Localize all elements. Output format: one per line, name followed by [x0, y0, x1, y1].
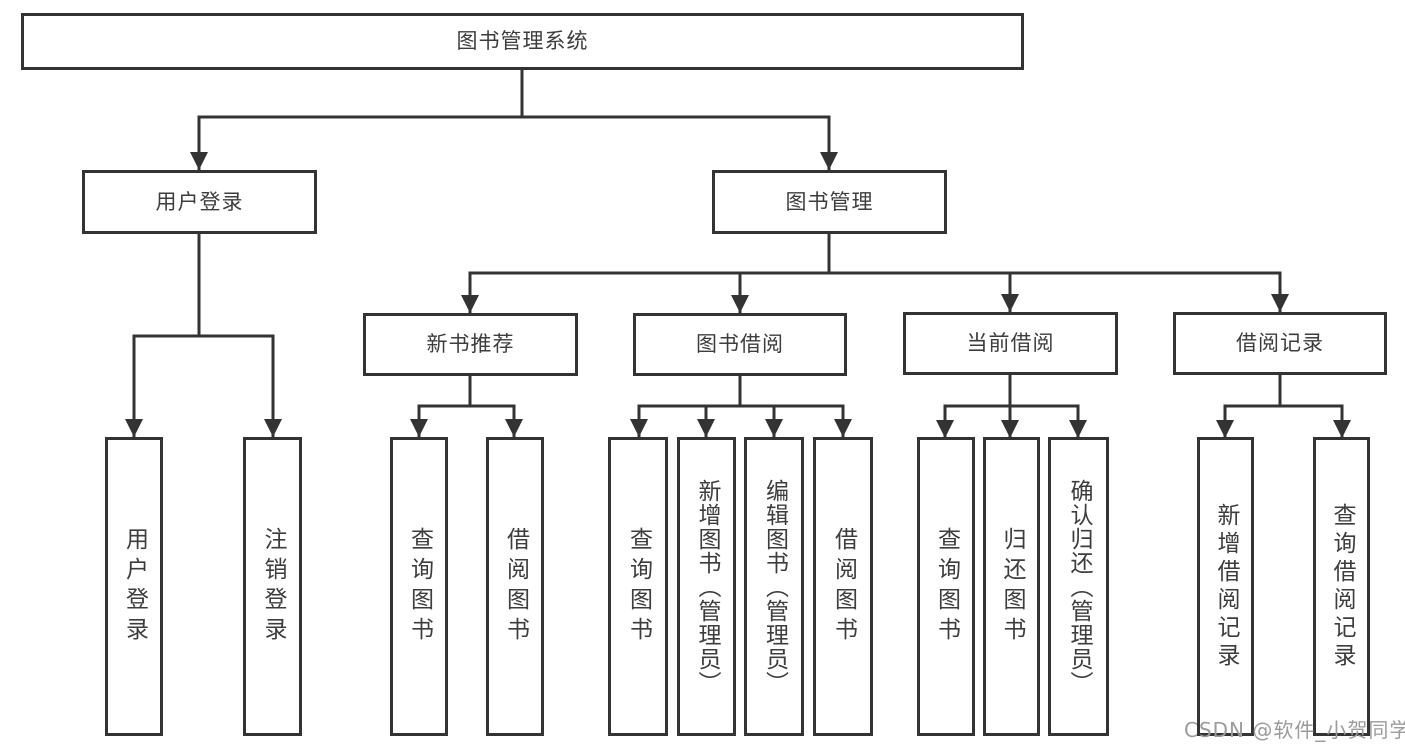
leaf-nbr-borrow-books: 借阅图书 [486, 437, 544, 736]
leaf-nbr-borrow-books-label: 借阅图书 [502, 526, 529, 647]
node-root: 图书管理系统 [21, 13, 1024, 70]
leaf-nbr-query-books: 查询图书 [390, 437, 448, 736]
leaf-bb-borrow-books-label: 借阅图书 [830, 526, 857, 647]
node-user-login-label: 用户登录 [155, 189, 244, 214]
leaf-logout-label: 注销登录 [260, 526, 286, 647]
leaf-nbr-query-books-label: 查询图书 [406, 526, 433, 647]
csdn-watermark: CSDN @软件_小贺同学 [1184, 718, 1405, 742]
leaf-br-add-record: 新增借阅记录 [1197, 437, 1254, 736]
node-user-login: 用户登录 [82, 170, 317, 234]
leaf-cb-query-books: 查询图书 [917, 437, 975, 736]
node-root-label: 图书管理系统 [456, 29, 589, 53]
node-borrow-records: 借阅记录 [1173, 312, 1387, 375]
node-borrow-records-label: 借阅记录 [1236, 331, 1324, 355]
leaf-br-query-record-label: 查询借阅记录 [1329, 502, 1355, 671]
leaf-br-add-record-label: 新增借阅记录 [1213, 502, 1239, 671]
leaf-user-login: 用户登录 [105, 437, 163, 736]
node-book-borrow: 图书借阅 [633, 313, 847, 376]
node-book-borrow-label: 图书借阅 [696, 332, 784, 356]
leaf-bb-add-books-admin: 新增图书（管理员） [677, 437, 736, 736]
leaf-bb-edit-books-admin: 编辑图书（管理员） [744, 437, 804, 736]
leaf-cb-confirm-return-admin: 确认归还（管理员） [1048, 437, 1109, 736]
node-book-management: 图书管理 [712, 170, 947, 234]
leaf-bb-query-books-label: 查询图书 [625, 526, 652, 647]
node-current-borrow: 当前借阅 [903, 312, 1118, 375]
leaf-br-query-record: 查询借阅记录 [1313, 437, 1370, 736]
node-new-book-recommend-label: 新书推荐 [426, 332, 515, 356]
leaf-bb-add-books-admin-label: 新增图书（管理员） [694, 478, 720, 695]
leaf-cb-return-books-label: 归还图书 [999, 526, 1025, 647]
node-book-management-label: 图书管理 [785, 189, 874, 214]
leaf-cb-query-books-label: 查询图书 [933, 526, 960, 647]
leaf-cb-confirm-return-admin-label: 确认归还（管理员） [1066, 478, 1092, 695]
leaf-user-login-label: 用户登录 [121, 526, 148, 647]
leaf-logout: 注销登录 [243, 437, 302, 736]
node-current-borrow-label: 当前借阅 [966, 331, 1055, 355]
node-new-book-recommend: 新书推荐 [363, 313, 578, 376]
leaf-bb-borrow-books: 借阅图书 [813, 437, 873, 736]
leaf-bb-edit-books-admin-label: 编辑图书（管理员） [761, 478, 788, 695]
leaf-cb-return-books: 归还图书 [983, 437, 1040, 736]
leaf-bb-query-books: 查询图书 [608, 437, 668, 736]
